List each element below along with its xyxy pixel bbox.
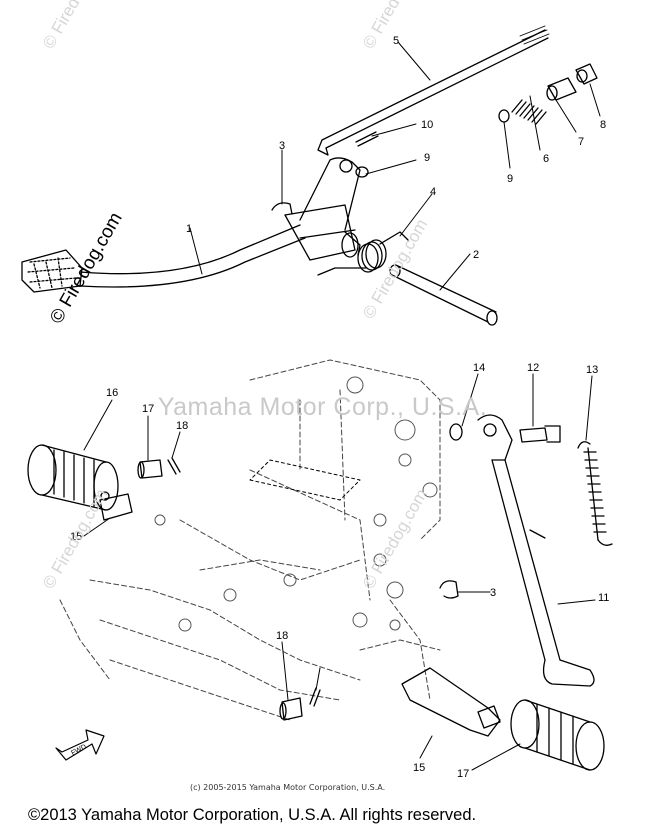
callout-13: 13 <box>586 364 598 376</box>
callout-1: 1 <box>186 223 192 235</box>
callout-10: 10 <box>421 119 433 131</box>
callout-4: 4 <box>430 186 436 198</box>
stand-spring-part <box>577 441 613 546</box>
callout-15-right: 15 <box>413 762 425 774</box>
callout-3-upper: 3 <box>279 140 285 152</box>
callout-9-upper: 9 <box>424 152 430 164</box>
callout-16-left: 16 <box>106 387 118 399</box>
pin-upper-part <box>137 459 163 479</box>
pivot-bolt-part <box>519 425 561 443</box>
callout-12: 12 <box>527 362 539 374</box>
site-watermark-4: © Firedog.com <box>39 486 111 592</box>
callout-3-lower: 3 <box>490 587 496 599</box>
copyright-small: (c) 2005-2015 Yamaha Motor Corporation, … <box>190 783 386 792</box>
site-watermarks: © Firedog.com © Firedog.com © Firedog.co… <box>39 0 431 592</box>
frame-outline <box>59 359 441 721</box>
site-watermark-1: © Firedog.com <box>39 0 111 52</box>
washer-upper-part <box>498 109 510 123</box>
washer-lower-part <box>355 166 369 178</box>
side-stand-part <box>477 414 595 687</box>
shaft-part <box>389 264 498 326</box>
site-watermark-3: © Firedog.com <box>359 216 431 322</box>
footrest-bracket-left-part <box>99 491 133 521</box>
callout-8: 8 <box>600 119 606 131</box>
footrest-rubber-right-part <box>510 699 605 771</box>
copyright-main: ©2013 Yamaha Motor Corporation, U.S.A. A… <box>28 806 477 824</box>
callout-16-right: 17 <box>457 768 469 780</box>
callout-2: 2 <box>473 249 479 261</box>
cotter-upper-part <box>167 457 181 475</box>
adjuster-nut-part <box>575 63 598 85</box>
callout-15-left: 15 <box>70 531 82 543</box>
site-watermark-5: © Firedog.com <box>359 486 431 592</box>
callout-5: 5 <box>393 35 399 47</box>
callout-14: 14 <box>473 362 485 374</box>
callout-6: 6 <box>543 153 549 165</box>
stand-washer-part <box>449 423 463 441</box>
return-spring-part <box>317 231 409 276</box>
callout-9-lower: 9 <box>507 173 513 185</box>
cotter-pin-part <box>355 131 379 147</box>
callout-17-lower: 18 <box>276 630 288 642</box>
callout-11: 11 <box>598 592 609 604</box>
front-arrow-label: FWD <box>70 743 87 757</box>
adjuster-collar-part <box>546 77 577 101</box>
adjuster-spring-part <box>511 99 547 125</box>
pin-lower-part <box>279 697 303 721</box>
callout-7: 7 <box>578 136 584 148</box>
front-arrow-icon <box>55 729 105 761</box>
site-watermark-main: © Firedog.com <box>46 209 127 328</box>
footrest-bracket-right-part <box>401 667 501 737</box>
callout-labels: 1 2 3 3 4 5 6 7 8 9 9 10 11 12 13 14 15 … <box>70 35 609 780</box>
leader-lines <box>83 41 601 771</box>
callout-17-upper: 17 <box>142 403 154 415</box>
brake-rod-part <box>317 25 550 156</box>
clip-lower-part <box>439 580 459 599</box>
callout-18-upper: 18 <box>176 420 188 432</box>
cotter-lower-part <box>309 687 321 707</box>
clip-upper-part <box>271 202 293 215</box>
footrest-rubber-left-part <box>27 444 119 511</box>
